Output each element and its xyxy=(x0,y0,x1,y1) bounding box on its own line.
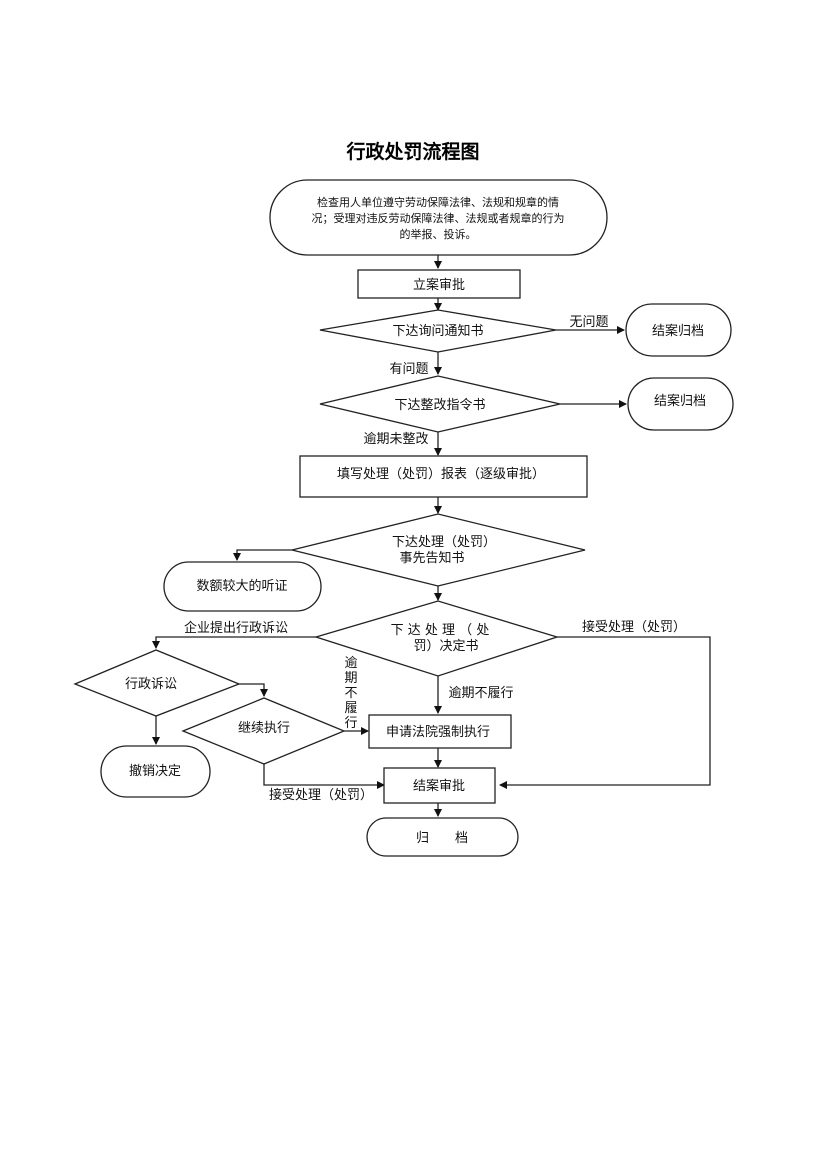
continue-exec-node: 继续执行 xyxy=(181,697,346,765)
start-node: 检查用人单位遵守劳动保障法律、法规和规章的情 况；受理对违反劳动保障法律、法规或… xyxy=(269,179,608,256)
connectors xyxy=(152,255,711,817)
decision-node: 下 达 处 理 （ 处 罚）决定书 xyxy=(313,600,560,677)
close-review-text: 结案审批 xyxy=(413,779,465,794)
court-node: 申请法院强制执行 xyxy=(368,714,512,749)
close-archive-node-1: 结案归档 xyxy=(625,303,732,357)
close-review-node: 结案审批 xyxy=(383,767,496,804)
edge-labels: 无问题 有问题 逾期未整改 企业提出行政诉讼 接受处理（处罚） 逾 期 不 履 … xyxy=(184,315,686,803)
close1-text: 结案归档 xyxy=(652,324,704,339)
edge-decision-close-accept xyxy=(499,636,711,789)
page-title: 行政处罚流程图 xyxy=(345,140,479,163)
report-node: 填写处理（处罚）报表（逐级审批） xyxy=(299,455,588,498)
decision-text-line-2: 罚）决定书 xyxy=(413,639,478,654)
label-overdue-v3: 不 xyxy=(344,686,357,701)
label-overdue-not-perform: 逾期不履行 xyxy=(448,686,513,701)
start-text-line-1: 检查用人单位遵守劳动保障法律、法规和规章的情 xyxy=(317,195,559,209)
court-text: 申请法院强制执行 xyxy=(386,725,490,740)
edge-litigation-continue xyxy=(239,683,268,697)
rectify-node: 下达整改指令书 xyxy=(319,375,561,433)
hearing-node: 数额较大的听证 xyxy=(163,561,322,612)
register-text: 立案审批 xyxy=(413,278,465,293)
notice-text-line-1: 下达处理（处罚） xyxy=(392,535,496,550)
litigation-node: 行政诉讼 xyxy=(73,649,241,717)
edge-decision-litigation xyxy=(152,636,316,649)
label-has-issue: 有问题 xyxy=(389,362,428,377)
hearing-text: 数额较大的听证 xyxy=(196,578,287,594)
archive-node: 归 档 xyxy=(366,817,519,857)
decision-text-line-1: 下 达 处 理 （ 处 xyxy=(391,623,490,638)
label-overdue-v5: 行 xyxy=(344,716,357,731)
label-no-issue: 无问题 xyxy=(569,315,608,330)
label-overdue-unrectified: 逾期未整改 xyxy=(363,432,428,447)
label-overdue-v1: 逾 xyxy=(344,656,357,671)
start-text-line-3: 的举报、投诉。 xyxy=(400,227,477,241)
edge-continue-close-accept xyxy=(263,764,385,789)
register-node: 立案审批 xyxy=(357,269,521,299)
close-archive-node-2: 结案归档 xyxy=(627,377,734,431)
notice-text-line-2: 事先告知书 xyxy=(399,550,464,566)
inquiry-text: 下达询问通知书 xyxy=(392,323,483,339)
continue-exec-text: 继续执行 xyxy=(238,721,290,736)
start-text-line-2: 况；受理对违反劳动保障法律、法规或者规章的行为 xyxy=(312,211,565,225)
report-text: 填写处理（处罚）报表（逐级审批） xyxy=(337,467,545,482)
inquiry-node: 下达询问通知书 xyxy=(319,309,557,353)
revoke-text: 撤销决定 xyxy=(129,763,181,779)
edge-notice-hearing xyxy=(233,549,292,561)
label-accept-bottom: 接受处理（处罚） xyxy=(269,787,373,803)
label-accept-right: 接受处理（处罚） xyxy=(582,619,686,635)
litigation-text: 行政诉讼 xyxy=(125,677,177,692)
close2-text: 结案归档 xyxy=(654,394,706,409)
label-overdue-v2: 期 xyxy=(344,671,357,686)
notice-node: 下达处理（处罚） 事先告知书 xyxy=(291,513,586,587)
label-overdue-v4: 履 xyxy=(344,701,357,716)
revoke-node: 撤销决定 xyxy=(100,745,211,798)
label-enterprise-litigation: 企业提出行政诉讼 xyxy=(184,620,288,636)
archive-text: 归 档 xyxy=(416,831,468,846)
rectify-text: 下达整改指令书 xyxy=(394,398,485,413)
